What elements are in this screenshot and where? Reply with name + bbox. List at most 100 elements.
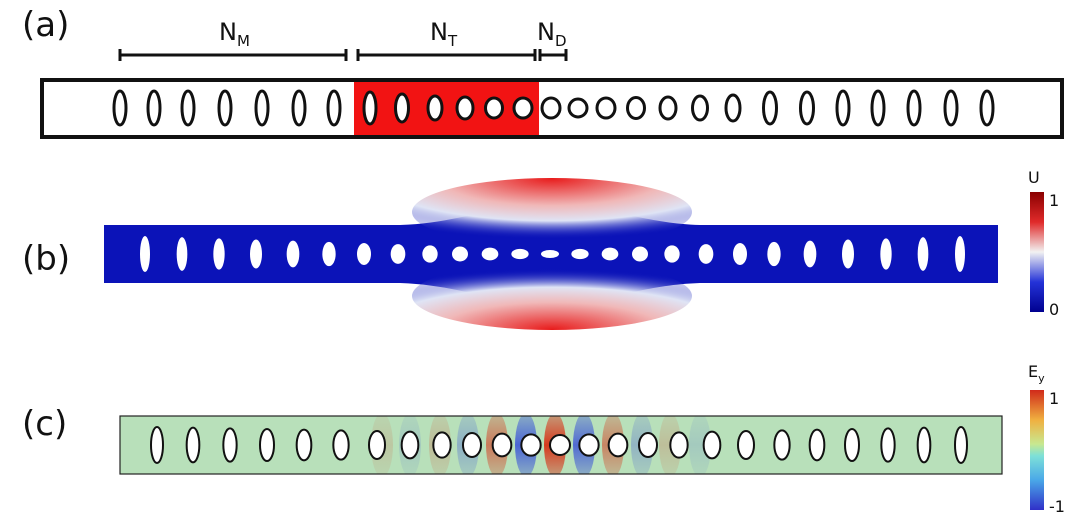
displacement-max-top: [412, 178, 692, 246]
beam-hole: [691, 94, 709, 122]
panel-a-label: (a): [22, 5, 69, 45]
beam-hole: [394, 92, 410, 124]
displacement-hole: [541, 250, 559, 258]
beam-hole: [426, 94, 444, 122]
displacement-hole: [481, 247, 499, 261]
field-hole: [916, 426, 932, 464]
beam-hole: [943, 89, 959, 127]
beam-hole: [799, 90, 815, 126]
field-hole: [491, 432, 513, 458]
colorbar-u-bar: [1030, 192, 1044, 312]
colorbar-ey-title: Ey: [1028, 362, 1045, 385]
field-hole: [520, 433, 542, 457]
panel-b: (b) U 1 0: [22, 168, 1059, 330]
colorbar-ey-bar: [1030, 390, 1044, 510]
displacement-hole: [767, 241, 781, 267]
field-hole: [462, 432, 482, 458]
field-hole: [737, 430, 755, 460]
displacement-max-bottom: [412, 262, 692, 330]
beam-hole: [254, 89, 270, 127]
panel-a: (a) NM NT ND: [22, 5, 1064, 139]
beam-hole: [112, 89, 128, 127]
beam-hole: [455, 95, 475, 121]
displacement-hole: [140, 236, 150, 272]
beam-hole: [326, 89, 342, 127]
colorbar-ey-min: -1: [1049, 497, 1065, 516]
beam-hole: [835, 89, 851, 127]
field-hole: [808, 428, 826, 462]
field-hole: [773, 429, 791, 461]
beam-hole: [512, 96, 534, 120]
colorbar-u-max: 1: [1049, 191, 1059, 210]
displacement-hole: [601, 247, 619, 261]
colorbar-u-min: 0: [1049, 300, 1059, 319]
field-hole: [578, 433, 600, 457]
displacement-hole: [664, 245, 680, 263]
displacement-hole: [176, 237, 188, 271]
beam-hole: [979, 89, 995, 127]
panel-c-label: (c): [22, 404, 67, 444]
field-hole: [222, 427, 238, 463]
beam-hole: [724, 93, 742, 123]
field-holes: [150, 426, 968, 464]
taper-span-label: NT: [430, 18, 458, 50]
beam-hole: [626, 96, 646, 120]
displacement-hole: [571, 248, 589, 260]
displacement-hole: [698, 244, 714, 264]
displacement-hole: [842, 239, 854, 269]
field-hole: [259, 428, 275, 462]
beam-outline: [40, 78, 1064, 139]
taper-span-bar: [356, 49, 537, 61]
field-hole: [185, 426, 201, 464]
displacement-hole: [955, 236, 965, 272]
displacement-hole: [917, 237, 929, 271]
mirror-span-label: NM: [219, 18, 250, 50]
displacement-hole: [250, 239, 262, 269]
beam-hole: [362, 90, 378, 126]
beam-hole: [484, 96, 504, 120]
displacement-hole: [632, 246, 648, 262]
beam-hole: [180, 89, 196, 127]
beam-hole: [540, 96, 562, 120]
displacement-hole: [286, 240, 300, 268]
field-hole: [880, 427, 896, 463]
beam-hole: [567, 97, 589, 119]
field-hole: [638, 432, 658, 458]
defect-span-label: ND: [537, 18, 567, 50]
displacement-hole: [322, 241, 336, 267]
field-hole: [368, 430, 386, 460]
field-hole: [954, 426, 968, 464]
displacement-hole: [422, 245, 438, 263]
beam-holes: [112, 89, 995, 127]
beam-hole: [146, 89, 162, 127]
beam-hole: [906, 89, 922, 127]
displacement-hole: [511, 248, 529, 260]
beam-hole: [762, 90, 778, 126]
field-hole: [669, 431, 689, 459]
colorbar-u-title: U: [1028, 168, 1040, 187]
displacement-hole: [803, 240, 817, 268]
field-beam-outline: [119, 415, 1003, 475]
taper-region-highlight: [354, 82, 539, 135]
field-hole: [400, 430, 420, 460]
field-hole: [295, 428, 313, 462]
beam-hole: [870, 89, 886, 127]
beam-hole: [658, 95, 678, 121]
field-hole: [607, 432, 629, 458]
mirror-span-bar: [118, 49, 348, 61]
displacement-hole: [213, 238, 225, 270]
displacement-hole: [390, 244, 406, 264]
displacement-hole: [880, 238, 892, 270]
colorbar-ey-max: 1: [1049, 389, 1059, 408]
displacement-holes: [140, 236, 965, 272]
panel-c: (c) Ey 1 -1: [22, 362, 1065, 516]
beam-hole: [595, 96, 617, 120]
field-hole: [844, 428, 860, 462]
beam-hole: [217, 89, 233, 127]
field-hole: [432, 431, 452, 459]
colorbar-u: U 1 0: [1028, 168, 1059, 319]
beam-hole: [291, 89, 307, 127]
field-hole: [702, 430, 722, 460]
field-hole: [150, 426, 164, 464]
